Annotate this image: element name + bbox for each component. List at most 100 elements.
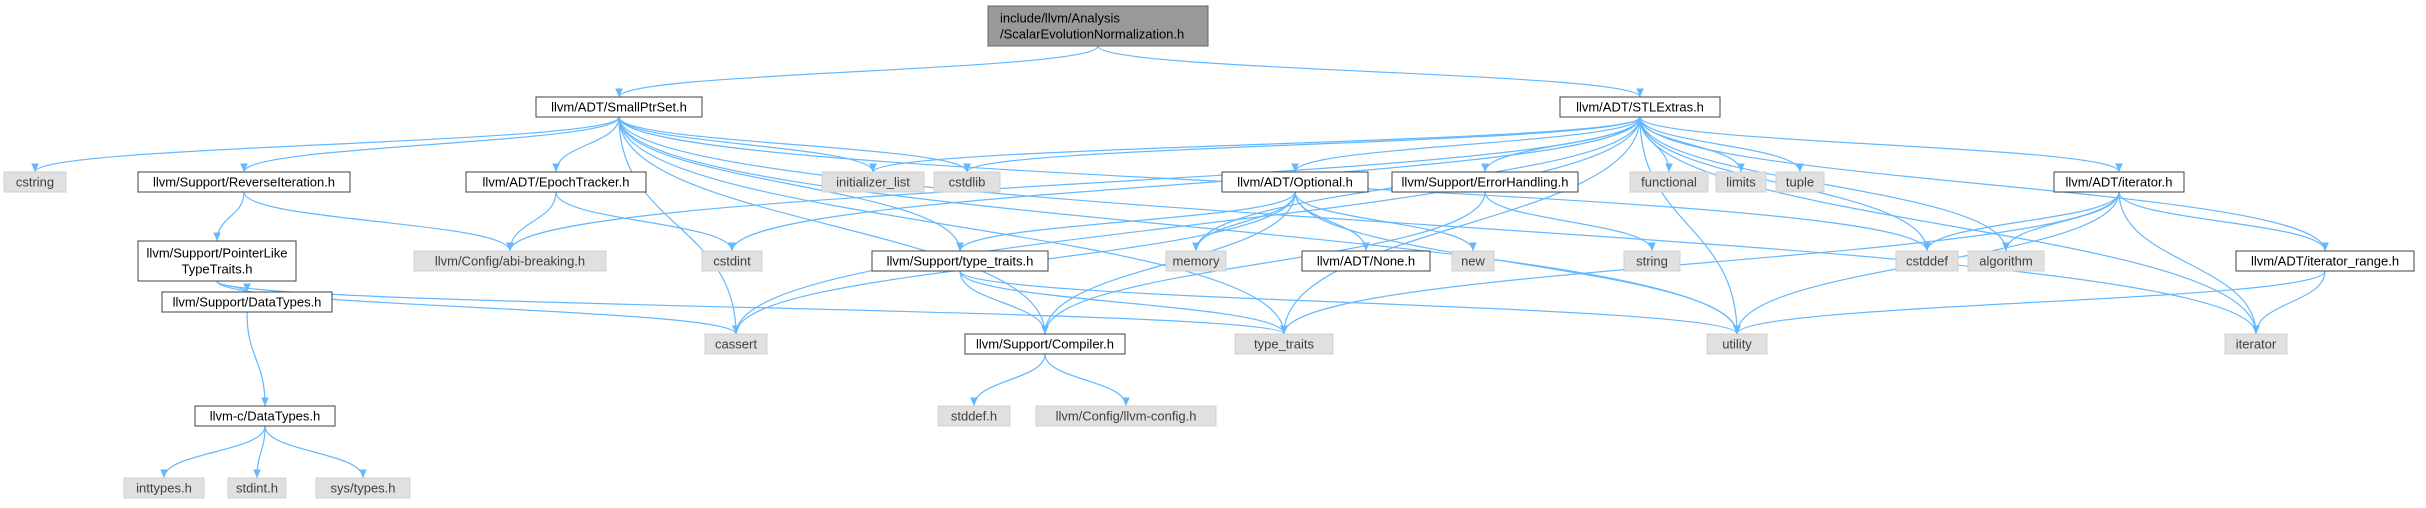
node-label-smallptrset: llvm/ADT/SmallPtrSet.h bbox=[551, 100, 687, 115]
node-smallptrset[interactable]: llvm/ADT/SmallPtrSet.h bbox=[535, 96, 703, 118]
node-box-inttypes bbox=[123, 477, 205, 499]
node-label-limits: limits bbox=[1726, 175, 1756, 190]
node-label-abibreaking: llvm/Config/abi-breaking.h bbox=[435, 254, 585, 269]
node-typetraitsh[interactable]: llvm/Support/type_traits.h bbox=[871, 250, 1049, 272]
edge-smallptrset-to-initlist bbox=[618, 116, 877, 173]
edge-stlextras-to-optional bbox=[1291, 116, 1641, 173]
node-llvmconfig: llvm/Config/llvm-config.h bbox=[1035, 405, 1217, 427]
node-label-errorhandling: llvm/Support/ErrorHandling.h bbox=[1402, 175, 1569, 190]
node-systypes: sys/types.h bbox=[315, 477, 411, 499]
node-box-cdatatypes bbox=[194, 405, 336, 427]
node-box-reverseiter bbox=[137, 171, 351, 193]
node-label-llvmconfig: llvm/Config/llvm-config.h bbox=[1056, 409, 1197, 424]
node-algorithm: algorithm bbox=[1967, 250, 2045, 272]
node-box-pointerlike bbox=[137, 240, 297, 282]
edge-root-to-stlextras bbox=[1097, 45, 1644, 98]
node-initlist: initializer_list bbox=[821, 171, 925, 193]
node-label-noneh: llvm/ADT/None.h bbox=[1317, 254, 1415, 269]
node-label-stdint: stdint.h bbox=[236, 481, 278, 496]
node-noneh[interactable]: llvm/ADT/None.h bbox=[1301, 250, 1431, 272]
node-stdint: stdint.h bbox=[227, 477, 287, 499]
node-box-stdint bbox=[227, 477, 287, 499]
node-root[interactable]: include/llvm/Analysis/ScalarEvolutionNor… bbox=[987, 5, 1209, 47]
node-label-cstdint: cstdint bbox=[713, 254, 751, 269]
edge-stlextras-to-cstdint bbox=[728, 116, 1641, 252]
edge-smallptrset-to-cassert bbox=[618, 116, 740, 335]
node-compiler[interactable]: llvm/Support/Compiler.h bbox=[964, 333, 1126, 355]
node-box-limits bbox=[1715, 171, 1767, 193]
node-errorhandling[interactable]: llvm/Support/ErrorHandling.h bbox=[1391, 171, 1579, 193]
node-cstdint: cstdint bbox=[701, 250, 763, 272]
edge-stlextras-to-initlist bbox=[869, 116, 1641, 173]
edge-iterrange-to-utility bbox=[1733, 270, 2326, 335]
node-label-stddef: stddef.h bbox=[951, 409, 997, 424]
node-label-utility: utility bbox=[1722, 337, 1752, 352]
node-label-datatypes: llvm/Support/DataTypes.h bbox=[173, 295, 322, 310]
edge-smallptrset-to-cstring bbox=[31, 116, 620, 173]
edge-optional-to-memory bbox=[1192, 191, 1296, 252]
edge-cdatatypes-to-systypes bbox=[264, 425, 367, 479]
edge-pointerlike-to-type_traits bbox=[216, 280, 1288, 335]
edge-iteratorh-to-iterrange bbox=[2118, 191, 2329, 252]
edge-smallptrset-to-iterator bbox=[618, 116, 2260, 335]
node-label-inttypes: inttypes.h bbox=[136, 481, 192, 496]
node-datatypes[interactable]: llvm/Support/DataTypes.h bbox=[161, 291, 333, 313]
nodes-layer: include/llvm/Analysis/ScalarEvolutionNor… bbox=[3, 5, 2415, 499]
node-label-tuple: tuple bbox=[1786, 175, 1814, 190]
node-box-functional bbox=[1629, 171, 1709, 193]
node-box-noneh bbox=[1301, 250, 1431, 272]
node-label-cassert: cassert bbox=[715, 337, 757, 352]
node-utility: utility bbox=[1706, 333, 1768, 355]
node-optional[interactable]: llvm/ADT/Optional.h bbox=[1221, 171, 1369, 193]
node-box-smallptrset bbox=[535, 96, 703, 118]
edge-reverseiter-to-abibreaking bbox=[243, 191, 514, 252]
node-label-initlist: initializer_list bbox=[836, 175, 910, 190]
node-box-utility bbox=[1706, 333, 1768, 355]
node-box-iteratorh bbox=[2053, 171, 2185, 193]
node-functional: functional bbox=[1629, 171, 1709, 193]
edge-iteratorh-to-cstddef bbox=[1923, 191, 2120, 252]
node-string: string bbox=[1623, 250, 1681, 272]
node-memory: memory bbox=[1165, 250, 1227, 272]
edge-optional-to-noneh bbox=[1294, 191, 1370, 252]
node-stlextras[interactable]: llvm/ADT/STLExtras.h bbox=[1559, 96, 1721, 118]
edge-stlextras-to-cassert bbox=[732, 116, 1641, 335]
edge-compiler-to-llvmconfig bbox=[1044, 353, 1130, 407]
node-tuple: tuple bbox=[1775, 171, 1825, 193]
node-box-llvmconfig bbox=[1035, 405, 1217, 427]
node-label-functional: functional bbox=[1641, 175, 1697, 190]
node-label-iterrange: llvm/ADT/iterator_range.h bbox=[2251, 254, 2399, 269]
node-cassert: cassert bbox=[704, 333, 768, 355]
edge-datatypes-to-cdatatypes bbox=[246, 311, 269, 407]
edge-optional-to-utility bbox=[1294, 191, 1741, 335]
node-label-root: /ScalarEvolutionNormalization.h bbox=[1000, 27, 1184, 42]
node-box-algorithm bbox=[1967, 250, 2045, 272]
node-cdatatypes[interactable]: llvm-c/DataTypes.h bbox=[194, 405, 336, 427]
edge-errorhandling-to-string bbox=[1484, 191, 1656, 252]
node-iterrange[interactable]: llvm/ADT/iterator_range.h bbox=[2235, 250, 2415, 272]
edge-epochtracker-to-abibreaking bbox=[506, 191, 557, 252]
edge-reverseiter-to-pointerlike bbox=[213, 191, 245, 242]
edge-pointerlike-to-cassert bbox=[216, 280, 740, 335]
edge-cdatatypes-to-inttypes bbox=[160, 425, 266, 479]
node-box-string bbox=[1623, 250, 1681, 272]
edge-root-to-smallptrset bbox=[615, 45, 1099, 98]
node-iteratorh[interactable]: llvm/ADT/iterator.h bbox=[2053, 171, 2185, 193]
node-type_traits: type_traits bbox=[1234, 333, 1334, 355]
node-abibreaking: llvm/Config/abi-breaking.h bbox=[413, 250, 607, 272]
node-cstdlib: cstdlib bbox=[933, 171, 1001, 193]
node-label-stlextras: llvm/ADT/STLExtras.h bbox=[1576, 100, 1704, 115]
node-box-compiler bbox=[964, 333, 1126, 355]
edge-smallptrset-to-type_traits bbox=[618, 116, 1288, 335]
node-label-compiler: llvm/Support/Compiler.h bbox=[976, 337, 1114, 352]
node-epochtracker[interactable]: llvm/ADT/EpochTracker.h bbox=[465, 171, 647, 193]
node-box-iterator bbox=[2224, 333, 2288, 355]
node-label-reverseiter: llvm/Support/ReverseIteration.h bbox=[153, 175, 335, 190]
node-box-errorhandling bbox=[1391, 171, 1579, 193]
edge-optional-to-typetraitsh bbox=[956, 191, 1296, 252]
edge-iteratorh-to-iterator bbox=[2118, 191, 2260, 335]
node-reverseiter[interactable]: llvm/Support/ReverseIteration.h bbox=[137, 171, 351, 193]
node-new: new bbox=[1451, 250, 1495, 272]
